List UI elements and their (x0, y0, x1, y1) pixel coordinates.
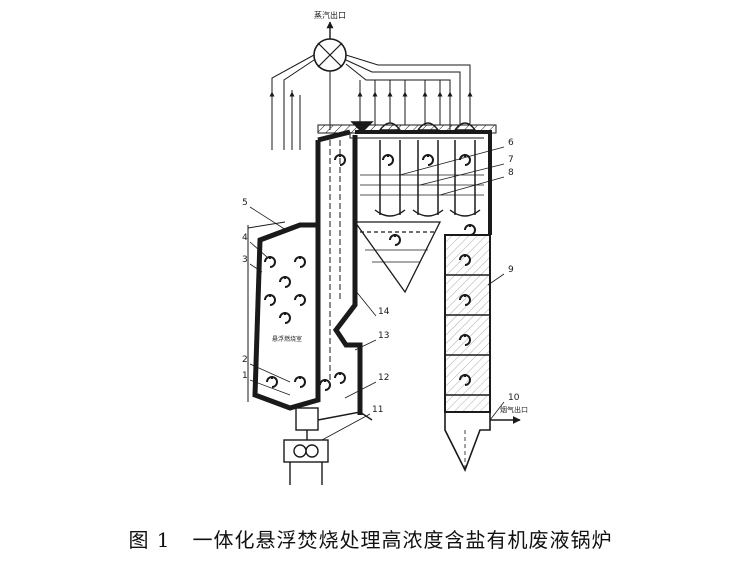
swirl-marker (459, 334, 471, 346)
ash-hopper (353, 221, 442, 294)
swirl-marker (264, 294, 276, 306)
swirl-marker (279, 312, 291, 324)
swirl-marker (459, 374, 471, 386)
feeder-base (283, 407, 373, 485)
riser-duct (315, 129, 363, 415)
callout-4: 4 (242, 233, 248, 243)
callout-leader-3 (249, 263, 263, 273)
callout-10: 10 (508, 393, 520, 403)
flow-arrows (269, 91, 473, 110)
callout-14: 14 (378, 307, 390, 317)
callout-leader-12 (344, 381, 377, 399)
swirl-marker (459, 294, 471, 306)
swirl-marker (464, 224, 476, 236)
callout-leader-9 (487, 273, 505, 286)
callout-3: 3 (242, 255, 248, 265)
steam-drum (313, 21, 347, 72)
swirl-markers (264, 154, 476, 391)
figure-title: 一体化悬浮焚烧处理高浓度含盐有机废液锅炉 (192, 528, 613, 552)
callout-8: 8 (508, 168, 514, 178)
callout-leader-7 (419, 163, 505, 186)
callout-leader-1 (249, 379, 291, 396)
figure-label: 图 1 (128, 528, 171, 552)
swirl-marker (459, 254, 471, 266)
swirl-marker (334, 372, 346, 384)
callout-leader-14 (354, 289, 377, 317)
swirl-marker (294, 294, 306, 306)
callout-11: 11 (372, 405, 383, 415)
swirl-marker (294, 376, 306, 388)
swirl-marker (422, 154, 434, 166)
callout-13: 13 (378, 331, 389, 341)
callout-leader-11 (321, 413, 371, 441)
callout-leader-13 (354, 339, 377, 351)
callout-6: 6 (508, 138, 514, 148)
callout-12: 12 (378, 373, 389, 383)
swirl-marker (382, 154, 394, 166)
swirl-marker (264, 256, 276, 268)
boiler-diagram: 蒸汽出口 (242, 10, 528, 485)
swirl-marker (459, 154, 471, 166)
swirl-marker (294, 256, 306, 268)
figure-caption: 图 1 一体化悬浮焚烧处理高浓度含盐有机废液锅炉 (0, 524, 741, 553)
callout-7: 7 (508, 155, 514, 165)
convection-section (317, 124, 497, 235)
swirl-marker (389, 234, 401, 246)
swirl-marker (334, 154, 346, 166)
swirl-marker (266, 376, 278, 388)
swirl-marker (319, 379, 331, 391)
swirl-marker (279, 276, 291, 288)
bed-label: 悬浮燃烧室 (272, 335, 302, 343)
callout-2: 2 (242, 355, 248, 365)
callout-9: 9 (508, 265, 514, 275)
callout-5: 5 (242, 198, 248, 208)
callout-leader-5 (249, 206, 287, 231)
callout-1: 1 (242, 371, 248, 381)
callout-leader-10 (489, 401, 505, 421)
flue-gas-outlet-label: 烟气出口 (500, 405, 528, 414)
callout-leader-8 (439, 176, 505, 196)
callout-leader-6 (399, 146, 505, 176)
callout-leader-4 (249, 241, 269, 259)
callout-leader-2 (249, 363, 291, 383)
steam-outlet-label: 蒸汽出口 (314, 10, 346, 20)
